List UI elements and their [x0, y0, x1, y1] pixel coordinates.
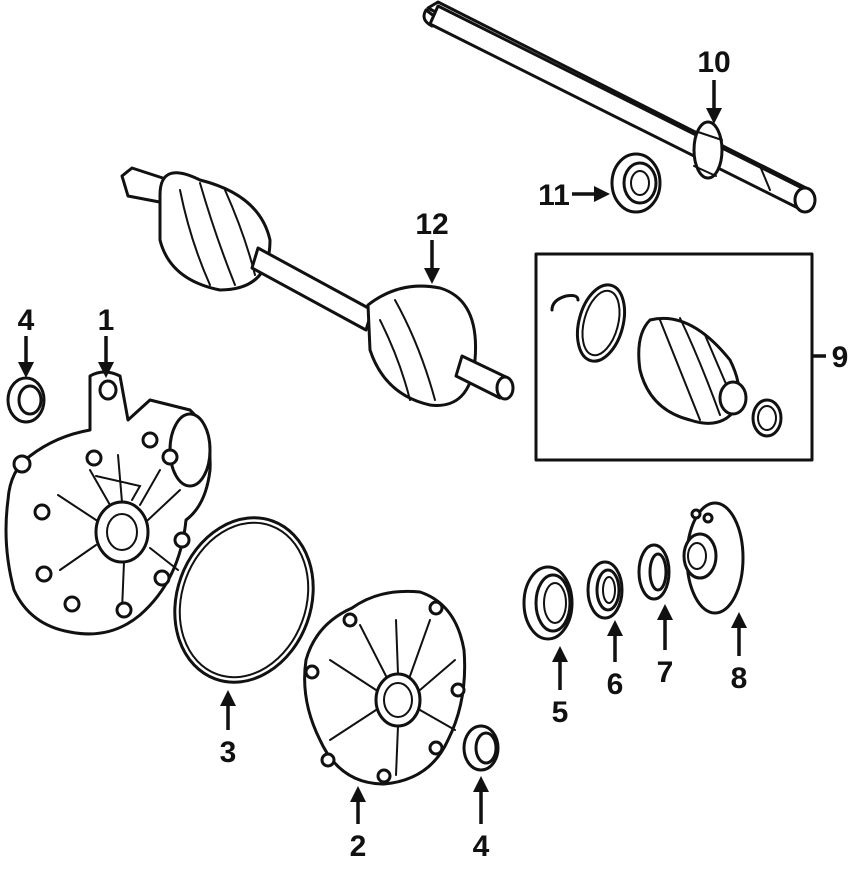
callout-1: 1: [98, 304, 115, 337]
output-flange: [682, 501, 745, 615]
boot-kit: [534, 252, 814, 462]
oil-seal: [637, 543, 671, 601]
callout-8: 8: [731, 662, 748, 695]
side-bearing: [586, 560, 624, 620]
callout-labels: 1 4 3 2 4 5 6 7 8 9 10 11 12: [18, 46, 849, 863]
leader-lines: [18, 80, 826, 824]
callout-6: 6: [607, 668, 624, 701]
callout-4-bottom: 4: [473, 830, 490, 863]
callout-11: 11: [538, 179, 570, 212]
callout-5: 5: [552, 696, 569, 729]
bearing: [610, 152, 662, 214]
callout-2: 2: [350, 830, 367, 863]
drive-axle: [120, 166, 515, 407]
callout-7: 7: [657, 656, 674, 689]
differential-cover: [303, 589, 467, 786]
callout-9: 9: [832, 341, 849, 374]
seal-top: [6, 376, 46, 424]
callout-10: 10: [697, 46, 730, 79]
gasket: [173, 516, 315, 684]
differential-housing: [4, 370, 212, 636]
intermediate-shaft: [422, 0, 817, 214]
callout-3: 3: [220, 736, 237, 769]
seal-bottom: [462, 724, 500, 772]
callout-12: 12: [415, 208, 448, 241]
carrier-bearing: [522, 565, 574, 641]
callout-4-top: 4: [18, 304, 35, 337]
